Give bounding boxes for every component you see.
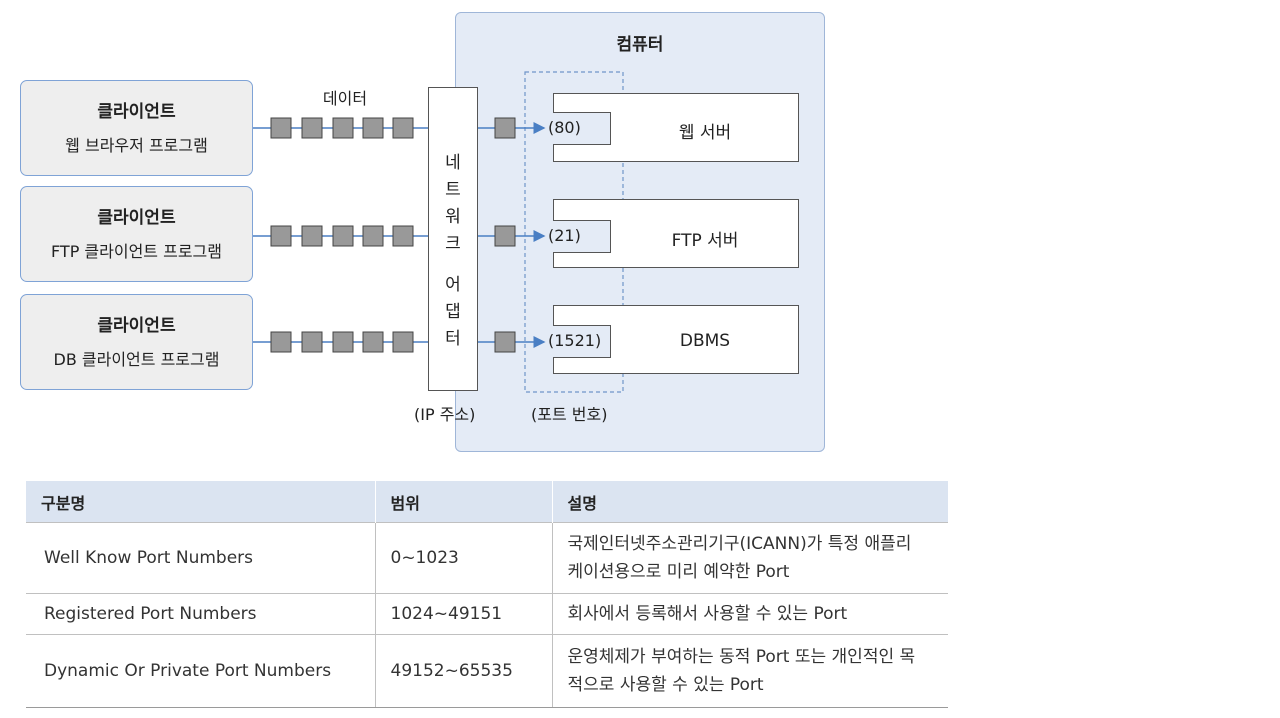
ip-address-label: (IP 주소) [414, 405, 476, 424]
server-name: FTP 서버 [671, 231, 739, 251]
server-name: DBMS [679, 331, 731, 351]
cell-range: 49152~65535 [374, 634, 552, 708]
description-line: 운영체제가 부여하는 동적 Port 또는 개인적인 목 [567, 647, 916, 667]
adapter-char: 트 [445, 180, 461, 200]
adapter-char: 네 [445, 153, 461, 173]
cell-name: Registered Port Numbers [26, 593, 375, 635]
cell-description: 회사에서 등록해서 사용할 수 있는 Port [551, 593, 948, 635]
data-label: 데이터 [322, 89, 368, 108]
cell-description: 국제인터넷주소관리기구(ICANN)가 특정 애플리 케이션용으로 미리 예약한… [551, 522, 948, 594]
table-row: Dynamic Or Private Port Numbers 49152~65… [26, 634, 948, 708]
cell-range: 0~1023 [374, 522, 552, 594]
client-program: 웹 브라우저 프로그램 [65, 136, 208, 155]
network-adapter [428, 87, 478, 391]
table-row: Well Know Port Numbers 0~1023 국제인터넷주소관리기… [26, 522, 948, 594]
cell-name: Well Know Port Numbers [26, 522, 375, 594]
column-header-range: 범위 [374, 481, 552, 523]
client-web: 클라이언트 웹 브라우저 프로그램 [20, 80, 253, 176]
port-notch [553, 325, 611, 358]
description-line: 회사에서 등록해서 사용할 수 있는 Port [567, 604, 848, 624]
table-row: Registered Port Numbers 1024~49151 회사에서 … [26, 593, 948, 635]
port-notch [553, 220, 611, 253]
adapter-gap [428, 258, 478, 272]
client-title: 클라이언트 [97, 316, 176, 336]
table-header-row: 구분명 범위 설명 [26, 481, 948, 523]
client-program: FTP 클라이언트 프로그램 [51, 242, 222, 261]
client-ftp: 클라이언트 FTP 클라이언트 프로그램 [20, 186, 253, 282]
port-number-label: (포트 번호) [531, 405, 608, 424]
network-adapter-label: 네 트 워 크 어 댑 터 [428, 150, 478, 353]
adapter-char: 크 [445, 234, 461, 254]
adapter-char: 워 [445, 207, 461, 227]
packet-row-1 [253, 117, 546, 139]
port-notch [553, 112, 611, 145]
description-line: 국제인터넷주소관리기구(ICANN)가 특정 애플리 [567, 534, 912, 554]
column-header-description: 설명 [551, 481, 948, 523]
port-number: (80) [548, 118, 581, 137]
port-range-table: 구분명 범위 설명 Well Know Port Numbers 0~1023 … [26, 481, 948, 708]
adapter-char: 어 [445, 275, 461, 295]
server-name: 웹 서버 [678, 123, 732, 143]
client-title: 클라이언트 [97, 102, 176, 122]
cell-name: Dynamic Or Private Port Numbers [26, 634, 375, 708]
port-region-dashed [524, 71, 624, 393]
column-header-name: 구분명 [26, 481, 375, 523]
description-line: 적으로 사용할 수 있는 Port [567, 675, 764, 695]
client-db: 클라이언트 DB 클라이언트 프로그램 [20, 294, 253, 390]
packet-row-2 [253, 225, 546, 247]
client-title: 클라이언트 [97, 208, 176, 228]
cell-description: 운영체제가 부여하는 동적 Port 또는 개인적인 목 적으로 사용할 수 있… [551, 634, 948, 708]
port-number: (1521) [548, 331, 602, 350]
description-line: 케이션용으로 미리 예약한 Port [567, 562, 790, 582]
computer-title: 컴퓨터 [616, 35, 664, 55]
cell-range: 1024~49151 [374, 593, 552, 635]
adapter-char: 댑 [445, 302, 461, 322]
port-number: (21) [548, 226, 581, 245]
client-program: DB 클라이언트 프로그램 [53, 350, 220, 369]
packet-row-3 [253, 331, 546, 353]
adapter-char: 터 [445, 329, 461, 349]
